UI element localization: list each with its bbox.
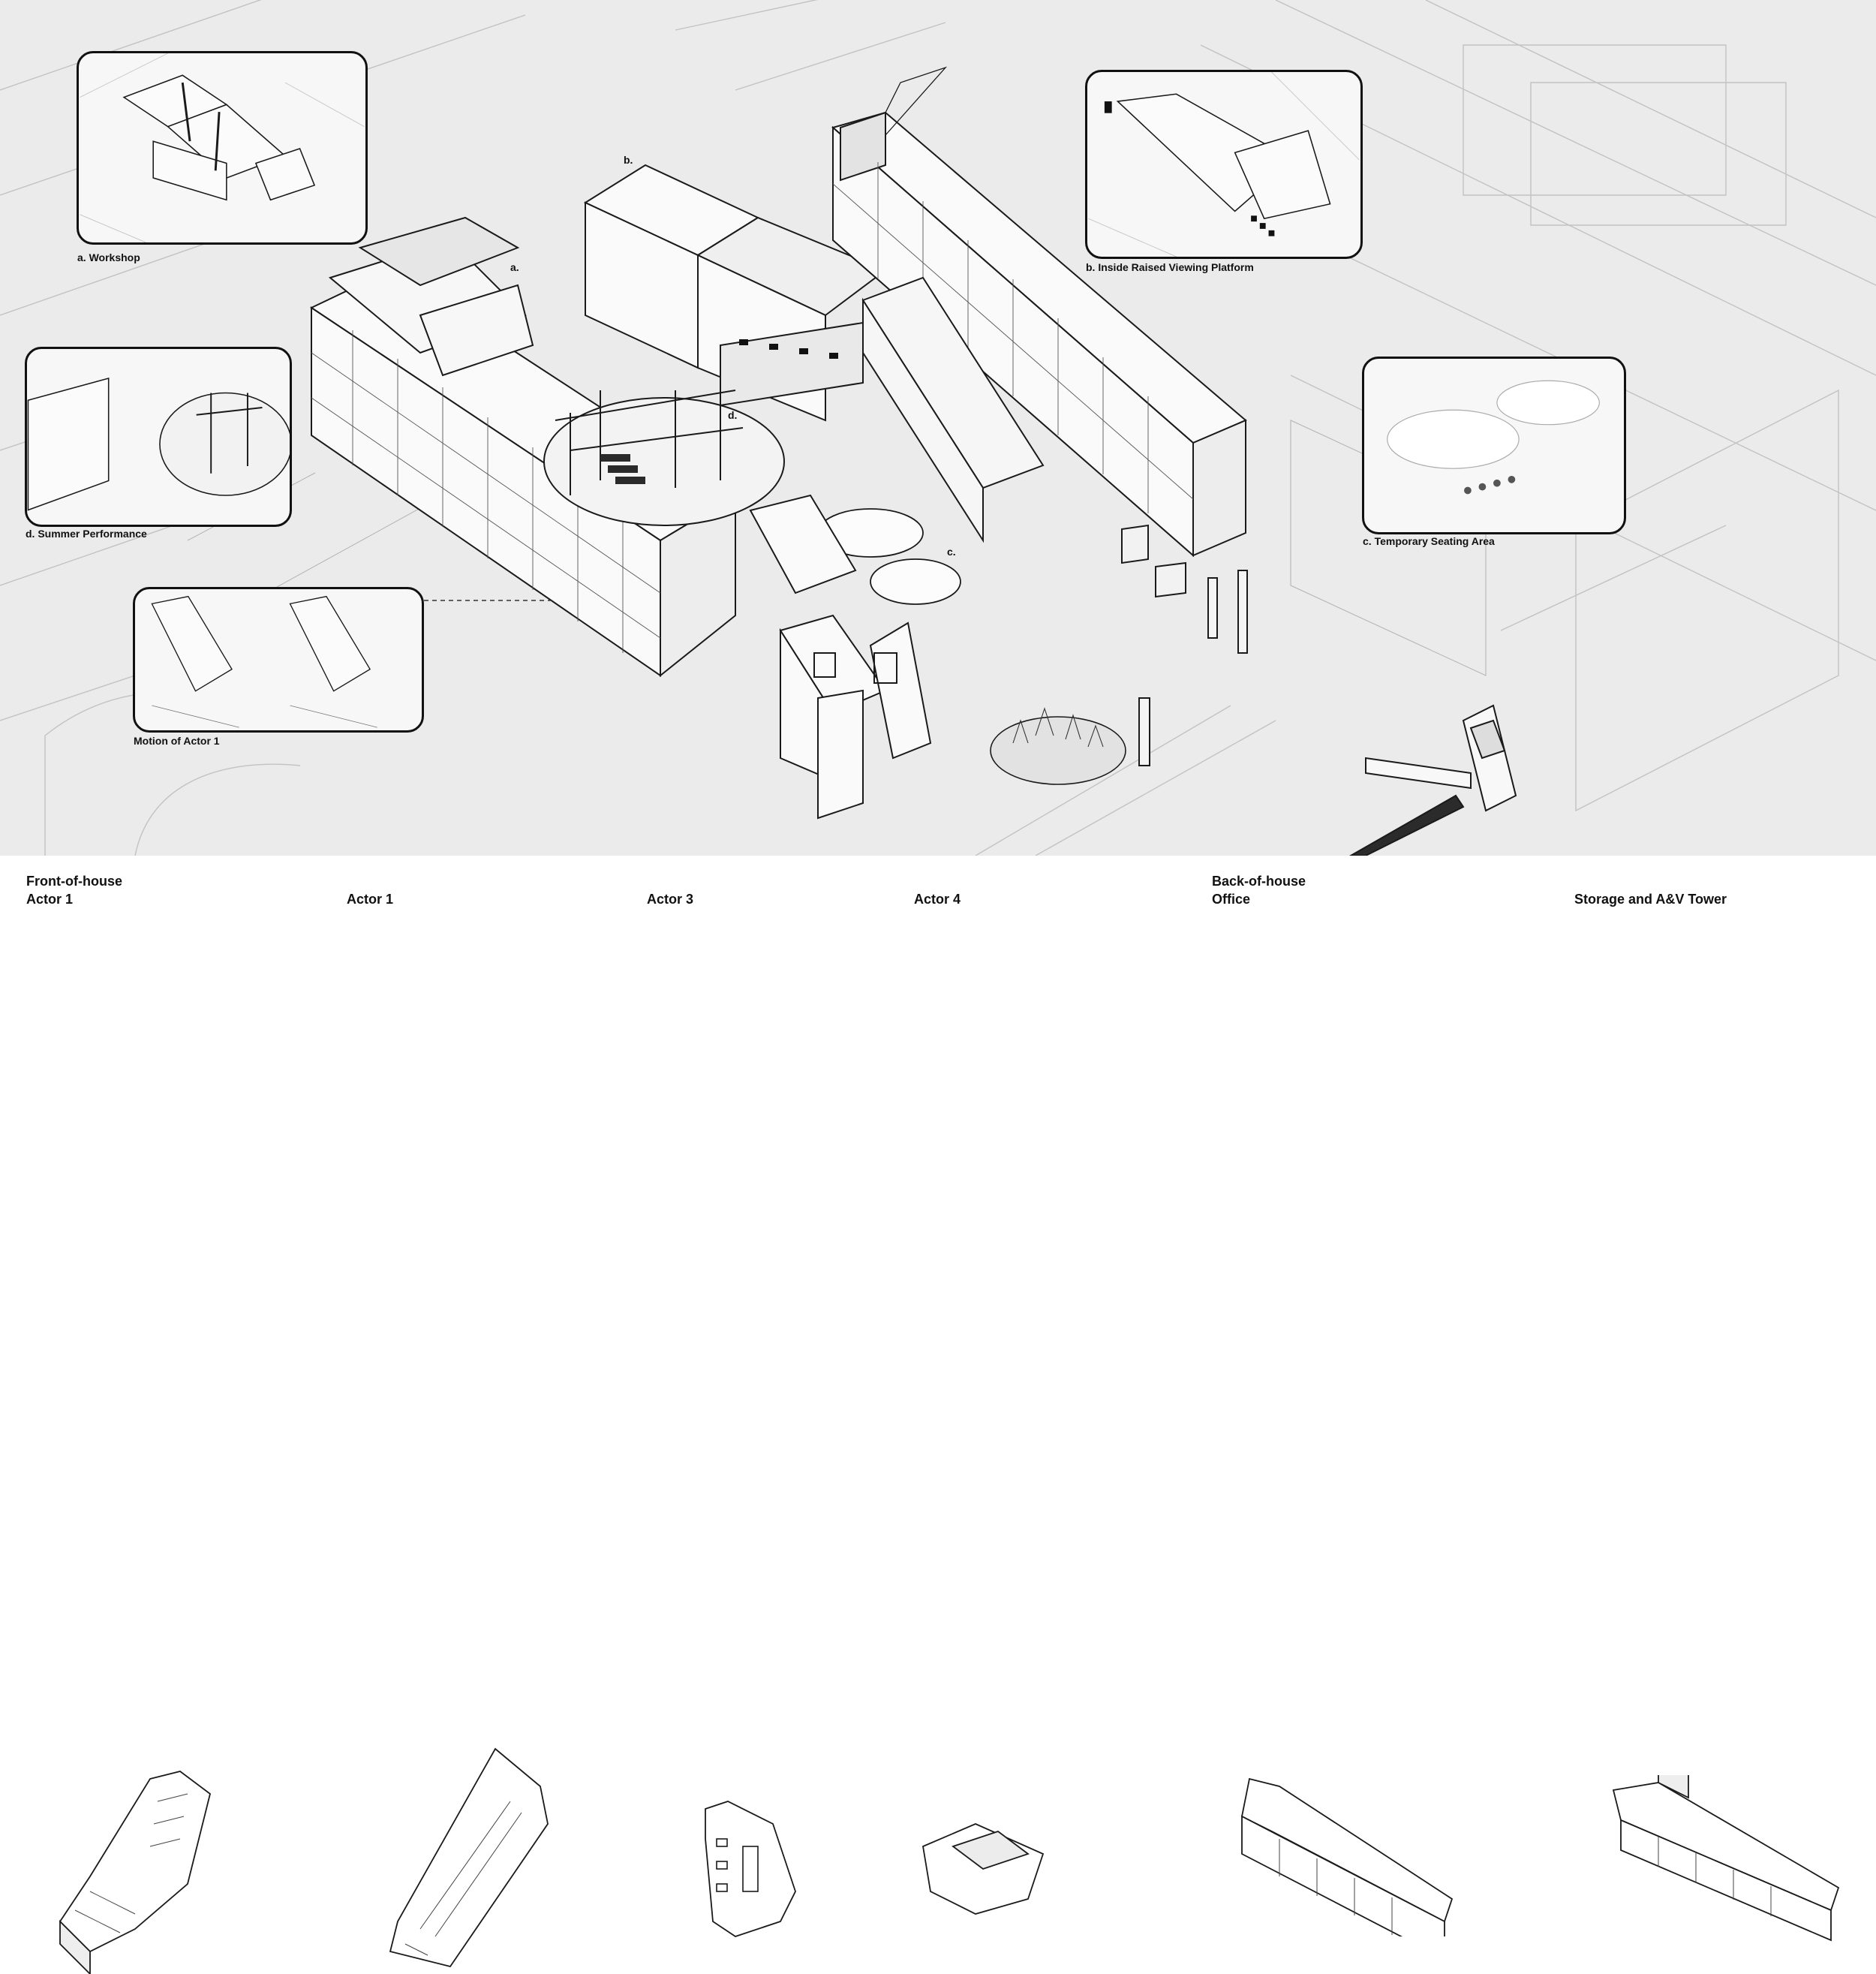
actor3-drawing [705,1801,796,1937]
legend-front-of-house-line2: Actor 1 [26,892,74,907]
callout-summer-performance-inset [25,347,292,527]
marker-a: a. [510,261,519,273]
marker-c: c. [947,546,956,558]
actor1-drawing [389,1747,549,1968]
legend-storage-av-tower: Storage and A&V Tower [1574,890,1727,908]
summer-performance-inset-drawing [27,377,290,511]
storage-av-tower-drawing [1612,1775,1840,1942]
workshop-inset-drawing [80,53,365,242]
callout-viewing-platform-inset [1085,70,1363,259]
callout-viewing-platform-caption: b. Inside Raised Viewing Platform [1086,261,1254,273]
legend-actor4: Actor 4 [914,890,961,908]
callout-motion-inset [133,587,424,733]
temporary-seating-inset-drawing [1387,380,1600,495]
motion-inset-drawing [151,595,377,728]
legend-back-of-house: Back-of-house Office [1212,872,1306,908]
marker-b: b. [624,154,633,166]
callout-workshop-inset [77,51,368,245]
actor4-drawing [921,1823,1045,1915]
legend-back-of-house-line2: Office [1212,892,1251,907]
front-of-house-actor1-drawing [59,1771,212,1974]
callout-workshop-caption: a. Workshop [77,251,140,263]
marker-d: d. [728,409,738,421]
callout-summer-performance-caption: d. Summer Performance [26,528,147,540]
legend-actor1: Actor 1 [347,890,393,908]
legend-actor3-label: Actor 3 [647,892,694,907]
callout-temporary-seating-inset [1362,357,1626,534]
axonometric-drawing: a. Workshop b. Inside Raised Viewing Pla… [0,0,1876,856]
back-of-house-office-drawing [1240,1777,1454,1936]
context-linework [0,0,1876,856]
legend-front-of-house-line1: Front-of-house [26,874,122,889]
legend-actor4-label: Actor 4 [914,892,961,907]
legend-front-of-house: Front-of-house Actor 1 [26,872,122,908]
legend-back-of-house-line1: Back-of-house [1212,874,1306,889]
callout-motion-caption: Motion of Actor 1 [134,735,220,747]
component-legend: Front-of-house Actor 1 Actor 1 Actor 3 A… [0,856,1876,1974]
callout-temporary-seating-caption: c. Temporary Seating Area [1363,535,1495,547]
viewing-platform-inset-drawing [1088,72,1360,257]
legend-actor1-label: Actor 1 [347,892,394,907]
legend-storage-av-tower-label: Storage and A&V Tower [1574,892,1727,907]
legend-actor3: Actor 3 [647,890,693,908]
